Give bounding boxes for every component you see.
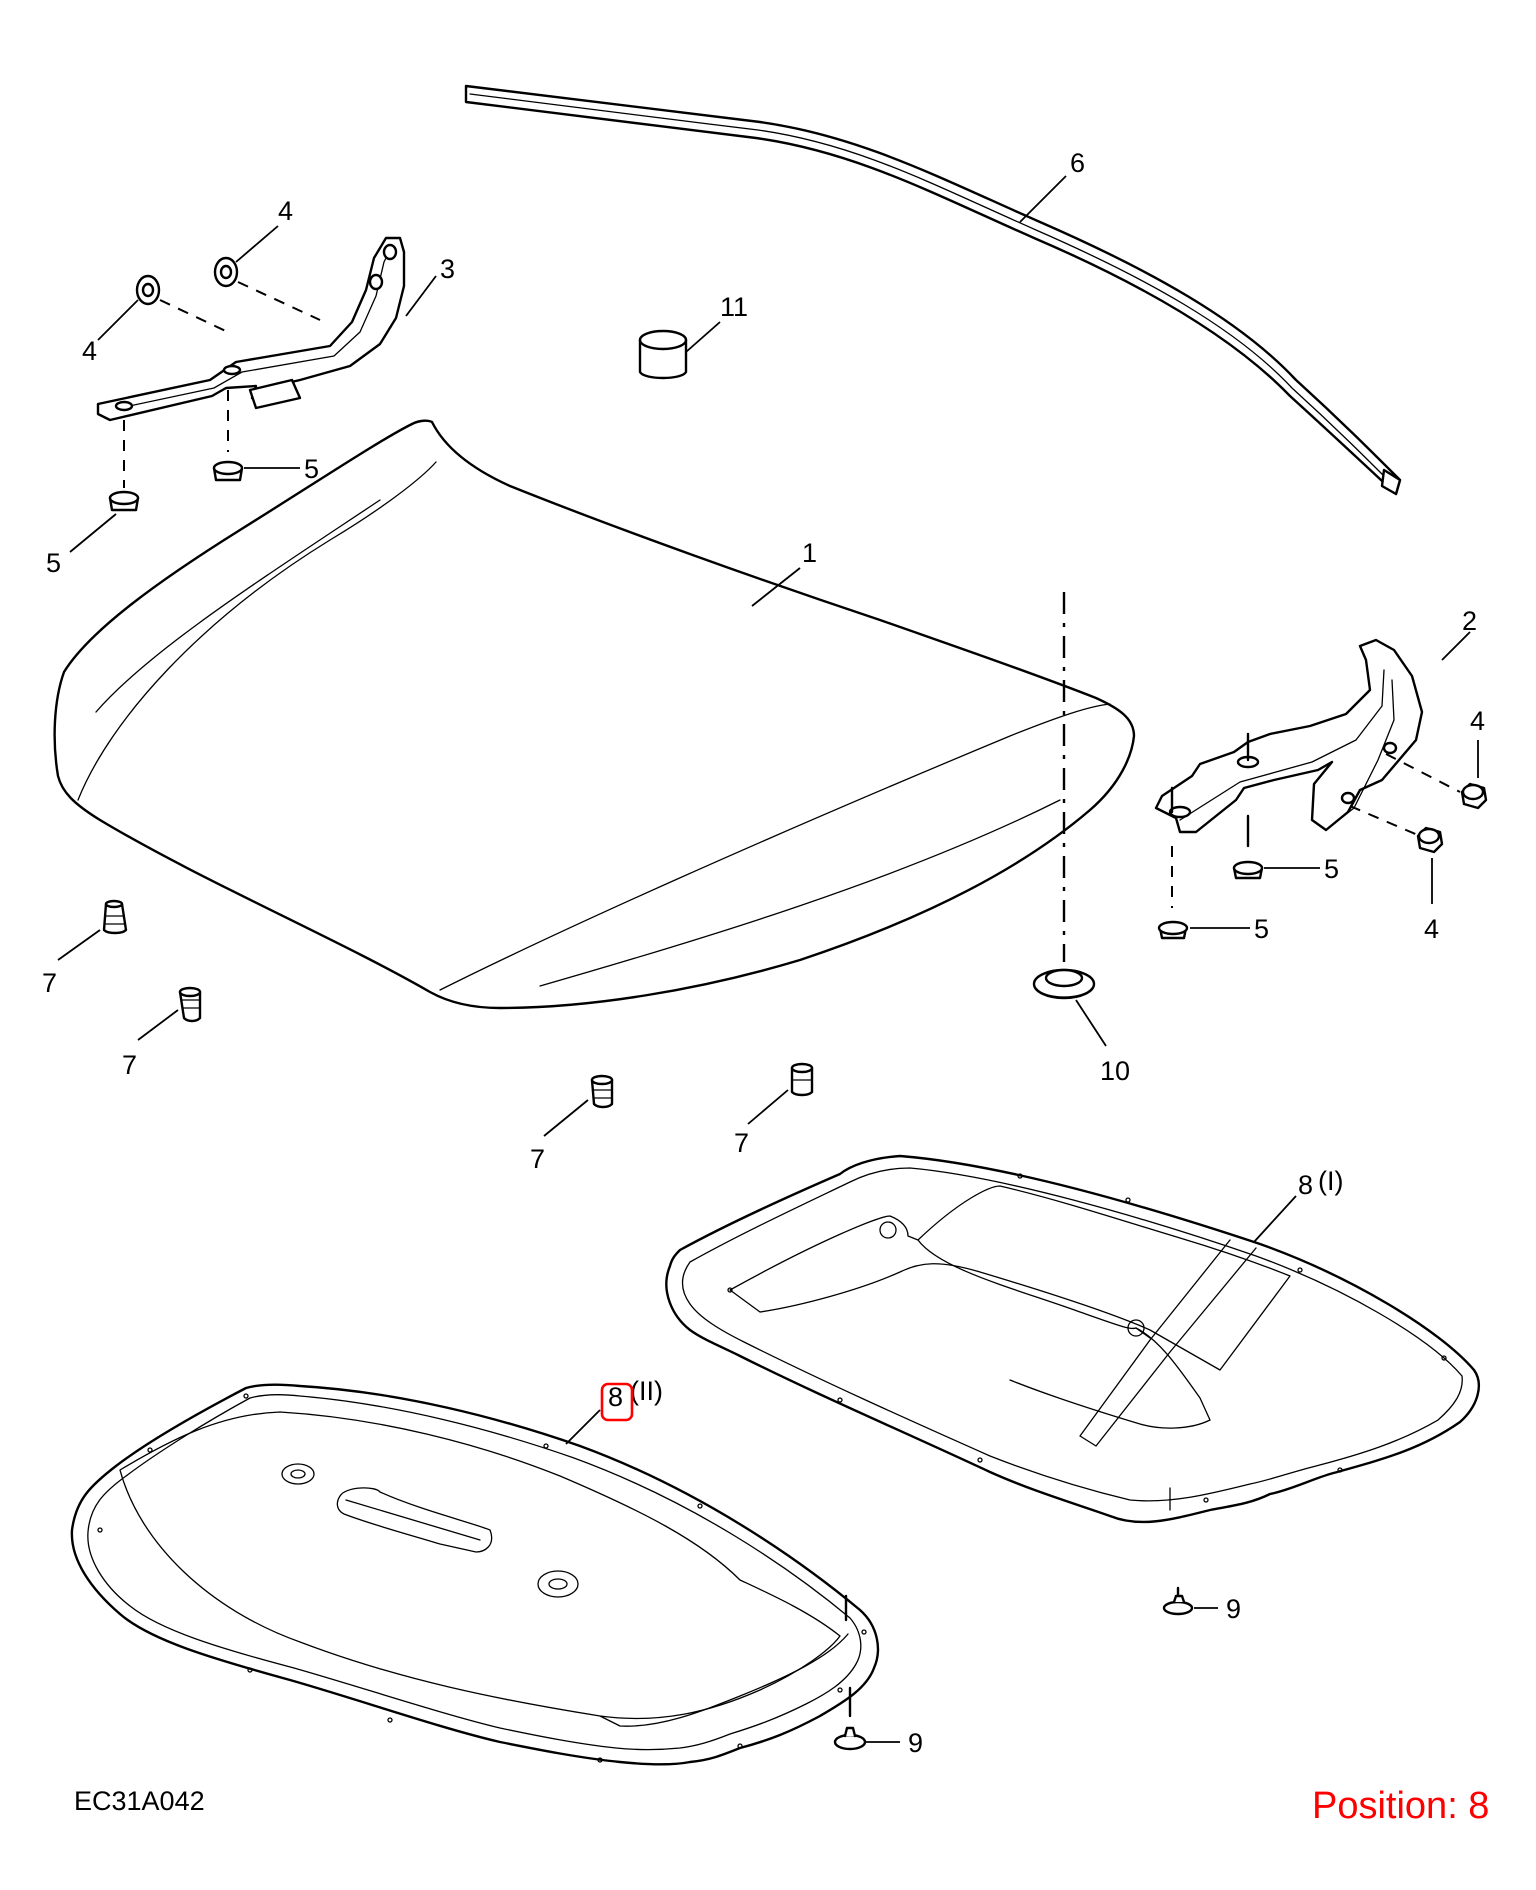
part-7-bump-stop-b[interactable] — [178, 986, 202, 1023]
part-5-nut-left-b[interactable] — [212, 460, 244, 482]
callout-1: 1 — [802, 538, 817, 568]
drawing-code: EC31A042 — [74, 1786, 205, 1816]
callout-9: 9 — [1226, 1594, 1241, 1624]
callout-5: 5 — [46, 548, 61, 578]
part-4-washer-left-a[interactable] — [135, 274, 161, 306]
part-8-hood-insulator-version-1[interactable] — [665, 1154, 1481, 1524]
part-11-hood-buffer[interactable] — [638, 329, 688, 380]
part-4-washer-left-b[interactable] — [213, 256, 239, 288]
callout-7: 7 — [530, 1144, 545, 1174]
part-1-hood-panel[interactable] — [53, 419, 1136, 1010]
part-7-bump-stop-d[interactable] — [790, 1062, 814, 1097]
callout-10: 10 — [1100, 1056, 1130, 1086]
callout-11: 11 — [720, 292, 748, 322]
callout-labels: 6 3 4 4 11 5 5 1 2 4 5 4 5 10 7 7 7 7 8 … — [42, 148, 1485, 1758]
callout-4: 4 — [1424, 914, 1439, 944]
part-5-nut-right-a[interactable] — [1232, 860, 1264, 880]
selected-callout-highlight — [600, 1382, 634, 1422]
part-8-hood-insulator-version-2[interactable] — [70, 1383, 880, 1766]
callout-5: 5 — [1324, 854, 1339, 884]
callout-4: 4 — [82, 336, 97, 366]
position-indicator: Position: 8 — [1312, 1785, 1489, 1827]
part-10-grommet[interactable] — [1032, 968, 1096, 1000]
callout-7: 7 — [734, 1128, 749, 1158]
part-9-clip-left[interactable] — [833, 1726, 867, 1751]
callout-4: 4 — [278, 196, 293, 226]
part-2-right-hood-hinge[interactable] — [1154, 638, 1424, 848]
callout-8: 8 — [608, 1382, 623, 1412]
assembly-line — [1349, 805, 1421, 837]
callout-4: 4 — [1470, 706, 1485, 736]
part-7-bump-stop-c[interactable] — [590, 1074, 614, 1109]
part-9-clip-right[interactable] — [1162, 1594, 1194, 1616]
callout-7: 7 — [42, 968, 57, 998]
part-4-washer-right-a[interactable] — [1460, 782, 1488, 810]
callout-5: 5 — [304, 454, 319, 484]
callout-3: 3 — [440, 254, 455, 284]
callout-2: 2 — [1462, 606, 1477, 636]
callout-7: 7 — [122, 1050, 137, 1080]
callout-9: 9 — [908, 1728, 923, 1758]
part-5-nut-right-b[interactable] — [1157, 920, 1189, 940]
callout-8: 8 — [1298, 1170, 1313, 1200]
part-4-washer-right-b[interactable] — [1416, 826, 1444, 854]
callout-8-variant: (I) — [1318, 1166, 1343, 1196]
assembly-line — [237, 281, 321, 321]
assembly-line — [159, 299, 233, 335]
part-6-hood-seal[interactable] — [464, 84, 1402, 496]
part-5-nut-left-a[interactable] — [108, 490, 140, 512]
callout-5: 5 — [1254, 914, 1269, 944]
callout-6: 6 — [1070, 148, 1085, 178]
callout-8-variant: (II) — [630, 1376, 663, 1406]
part-7-bump-stop-a[interactable] — [102, 899, 128, 935]
leader-lines — [57, 175, 1479, 1743]
part-3-left-hood-hinge[interactable] — [96, 236, 406, 422]
assembly-line — [1385, 753, 1461, 793]
